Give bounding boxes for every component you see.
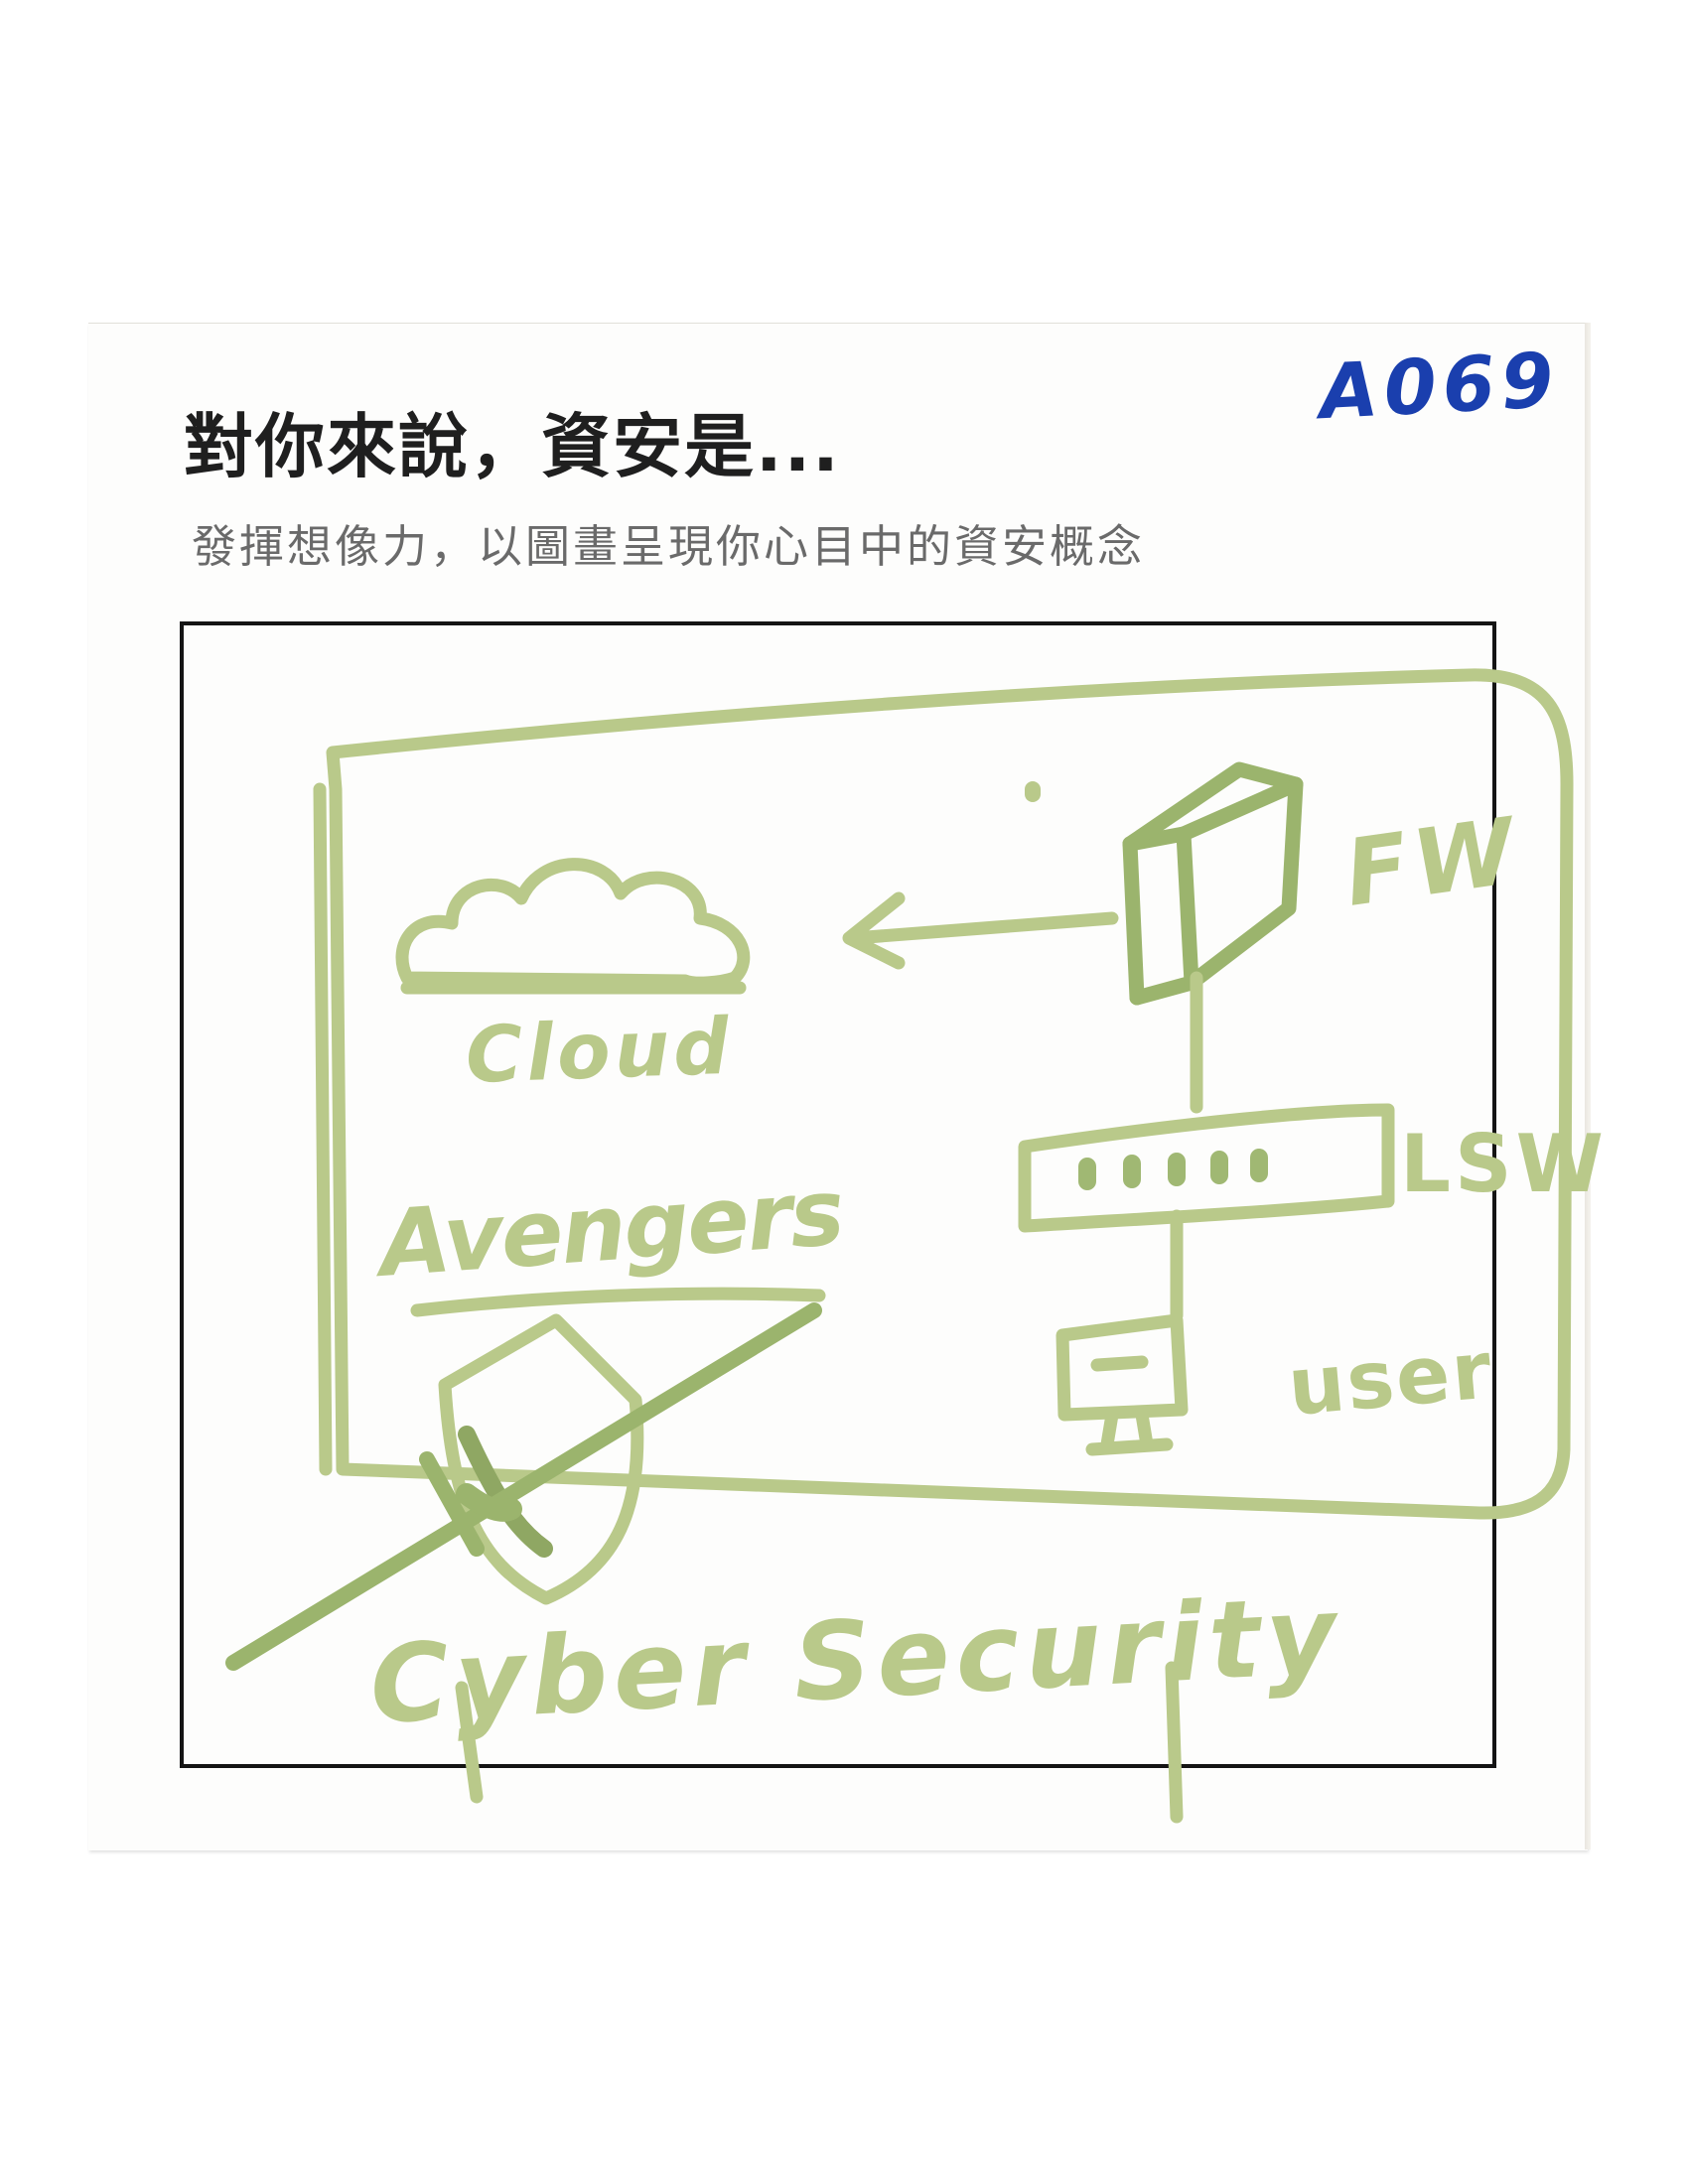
card-subtitle: 發揮想像力，以圖畫呈現你心目中的資安概念 — [192, 520, 1146, 573]
card-title: 對你來說，資安是... — [184, 406, 841, 487]
card-id: A069 — [1317, 335, 1562, 437]
card-edge — [1585, 323, 1591, 1849]
drawing-frame — [180, 621, 1496, 1768]
survey-card: 對你來說，資安是... 發揮想像力，以圖畫呈現你心目中的資安概念 A069 — [88, 323, 1588, 1850]
